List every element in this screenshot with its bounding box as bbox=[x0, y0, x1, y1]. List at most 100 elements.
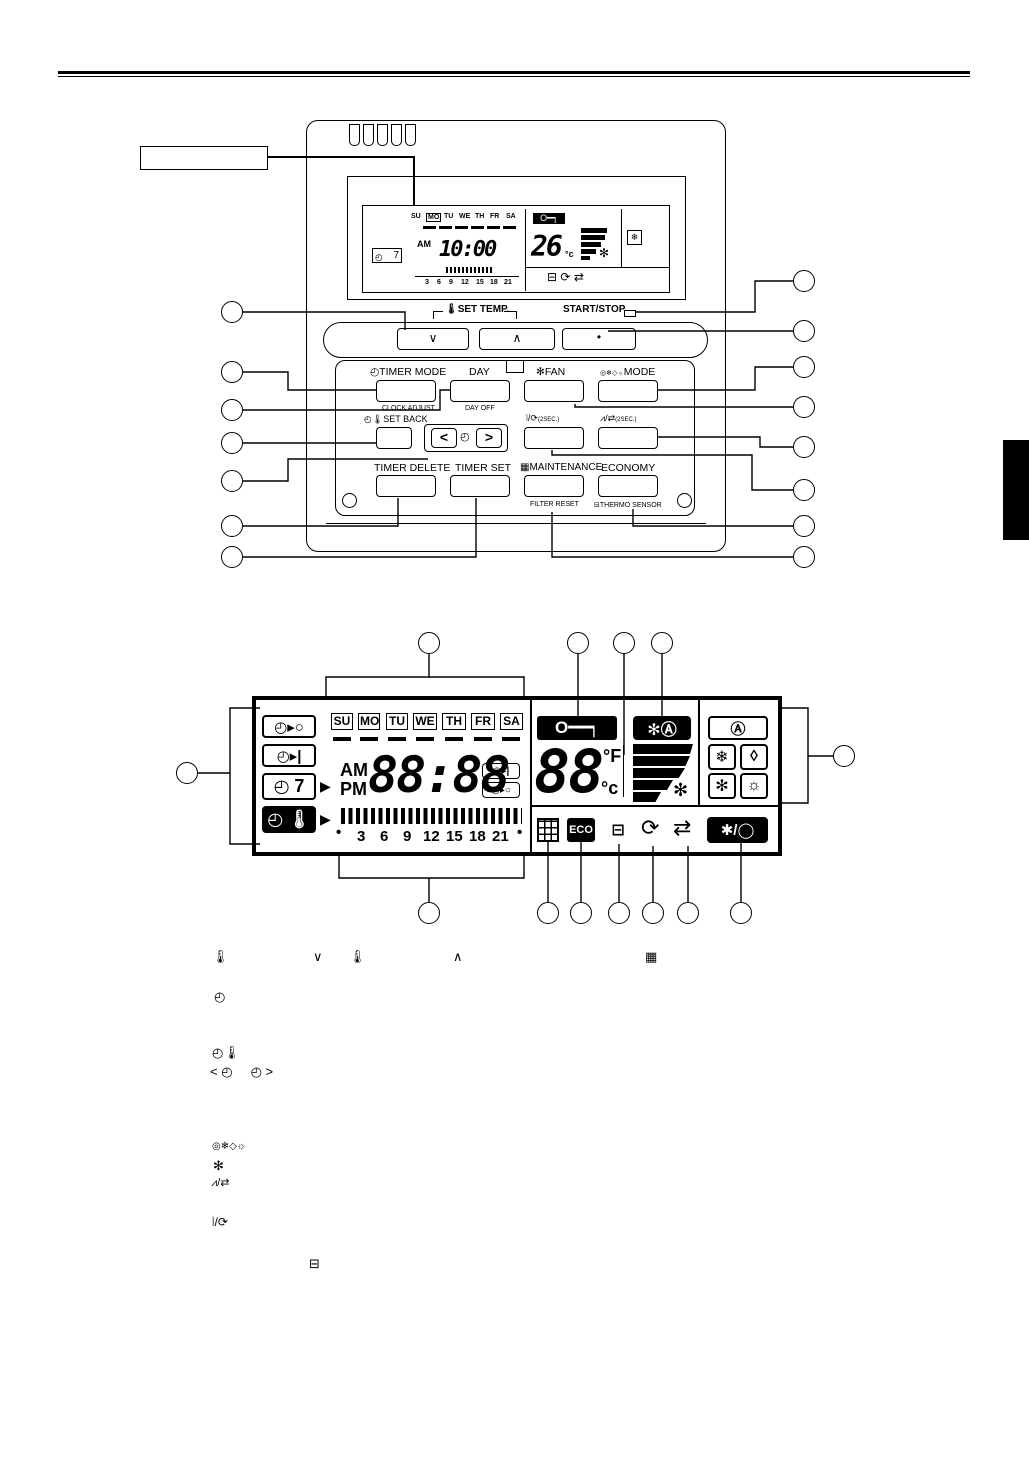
timer-off-small-icon: ◴▸| bbox=[482, 763, 520, 779]
unit-fahrenheit: °F bbox=[603, 746, 622, 766]
remote-controller-body bbox=[306, 120, 726, 552]
set-back-button[interactable] bbox=[376, 427, 412, 449]
callout-marker bbox=[730, 902, 752, 924]
timer-mode-button[interactable] bbox=[376, 380, 436, 402]
fan-icon: ✻ bbox=[673, 780, 689, 800]
timer-set-button[interactable] bbox=[450, 475, 510, 497]
unit-celsius: °c bbox=[601, 778, 619, 798]
callout-marker bbox=[613, 632, 635, 654]
screw-right bbox=[677, 493, 692, 508]
clock-icon: ◴ bbox=[460, 431, 470, 443]
swing-icon: ⟳ bbox=[560, 270, 571, 284]
day-off-bar bbox=[333, 737, 351, 741]
callout-marker bbox=[221, 301, 243, 323]
time-forward-button[interactable]: > bbox=[476, 428, 502, 448]
maintenance-label: ▦MAINTENANCE bbox=[520, 462, 603, 473]
filter-icon: ▦ bbox=[645, 949, 658, 964]
heat-mode-icon: ☼ bbox=[740, 773, 768, 799]
timer-off-icon: ◴▸| bbox=[262, 744, 316, 767]
callout-marker bbox=[221, 515, 243, 537]
callout-marker bbox=[567, 632, 589, 654]
top-button-strip bbox=[323, 322, 708, 358]
key-icon: O━┑ bbox=[540, 213, 558, 223]
economy-label: ECONOMY bbox=[601, 462, 656, 474]
callout-marker bbox=[793, 436, 815, 458]
day-fr: FR bbox=[471, 713, 495, 730]
louver-swing-button[interactable] bbox=[524, 427, 584, 449]
start-stop-label: START/STOP bbox=[563, 304, 626, 315]
day-th: TH bbox=[442, 713, 466, 730]
time-back-button[interactable]: < bbox=[431, 428, 457, 448]
timer-delete-button[interactable] bbox=[376, 475, 436, 497]
air-flow-icon: ⩘/⇄ bbox=[600, 413, 616, 423]
dry-mode-icon: ◊ bbox=[740, 744, 768, 770]
display-hour-bars bbox=[341, 808, 522, 824]
chevron-down-icon: ∨ bbox=[313, 949, 323, 964]
operation-lamp bbox=[624, 310, 636, 317]
thermo-sensor-icon: ⊟ bbox=[309, 1256, 320, 1271]
remote-base-line bbox=[326, 523, 706, 524]
mode-button[interactable] bbox=[598, 380, 658, 402]
set-temp-down-button[interactable]: ∨ bbox=[397, 328, 469, 350]
callout-label-box bbox=[140, 146, 268, 170]
remote-lock-indicator: O━┑ bbox=[533, 213, 565, 224]
mode-icons: ◎❄◇☼ bbox=[212, 1141, 246, 1152]
thermometer-icon: 🌡︎ bbox=[349, 949, 366, 964]
callout-marker bbox=[221, 399, 243, 421]
callout-marker bbox=[833, 745, 855, 767]
chevron-up-icon: ∧ bbox=[453, 949, 463, 964]
day-off-label: DAY OFF bbox=[465, 405, 495, 412]
ir-receiver bbox=[506, 360, 524, 373]
fan-label: ✻FAN bbox=[536, 366, 566, 378]
clock-icon: ◴ bbox=[370, 366, 380, 378]
clock-adjust-arrows bbox=[424, 424, 508, 452]
economy-button[interactable] bbox=[598, 475, 658, 497]
set-back-label: ◴🌡︎SET BACK bbox=[364, 414, 428, 424]
day-off-bar bbox=[416, 737, 434, 741]
clock-thermometer-icon: ◴🌡︎ bbox=[364, 414, 384, 424]
air-circulation-icon: ⇄ bbox=[673, 815, 692, 840]
remote-lcd-frame bbox=[347, 176, 686, 300]
day-we: WE bbox=[413, 713, 437, 730]
air-circulation-icon: ⇄ bbox=[573, 270, 584, 284]
lcd-leader-lines bbox=[198, 654, 833, 902]
set-temp-up-button[interactable]: ∧ bbox=[479, 328, 555, 350]
remote-leader-lines bbox=[243, 280, 793, 558]
defrost-standby-icon: ✱/◯ bbox=[707, 817, 768, 843]
timer-on-off-small-icon: ◴▸○ bbox=[482, 782, 520, 798]
day-button[interactable] bbox=[450, 380, 510, 402]
section-tab bbox=[1003, 440, 1029, 540]
mode-label: ◎❄◇☼MODE bbox=[600, 366, 656, 378]
thermo-sensor-icon: ⊟ bbox=[594, 502, 600, 509]
callout-marker bbox=[537, 902, 559, 924]
filter-reset-label: FILTER RESET bbox=[530, 501, 579, 508]
fan-mode-icon: ✻ bbox=[708, 773, 736, 799]
callout-marker bbox=[221, 470, 243, 492]
display-clock: 88:88 bbox=[368, 746, 511, 804]
louver-swing-icon: ⦚/⟳ bbox=[526, 413, 538, 423]
air-flow-button[interactable] bbox=[598, 427, 658, 449]
timer-delete-label: TIMER DELETE bbox=[374, 462, 451, 474]
arrow-right-icon: ▶ bbox=[320, 811, 331, 827]
maintenance-button[interactable] bbox=[524, 475, 584, 497]
air-flow-label: ⩘/⇄(2SEC.) bbox=[600, 413, 637, 423]
clock-icon: ◴ bbox=[375, 252, 383, 262]
callout-marker bbox=[651, 632, 673, 654]
weekly-timer-icon: ◴ 7 bbox=[262, 773, 316, 800]
filter-icon: ▦ bbox=[520, 462, 530, 473]
callout-leader bbox=[268, 156, 414, 158]
remote-status-icons: ⊟ ⟳ ⇄ bbox=[547, 270, 584, 284]
filter-sign-icon bbox=[537, 818, 559, 842]
day-off-bar bbox=[502, 737, 520, 741]
fan-button[interactable] bbox=[524, 380, 584, 402]
key-icon: O━━┑ bbox=[555, 718, 599, 737]
start-stop-button[interactable]: • bbox=[562, 328, 636, 350]
remote-hour-scale-line bbox=[415, 276, 519, 277]
snowflake-icon: ❄ bbox=[630, 232, 639, 242]
timer-on-off-icon: ◴▸○ bbox=[262, 715, 316, 738]
callout-marker bbox=[418, 902, 440, 924]
louver-swing-icon: ⦚/⟳ bbox=[212, 1215, 228, 1229]
louver-label: ⦚/⟳(2SEC.) bbox=[526, 413, 560, 423]
callout-marker bbox=[418, 632, 440, 654]
callout-marker bbox=[793, 320, 815, 342]
